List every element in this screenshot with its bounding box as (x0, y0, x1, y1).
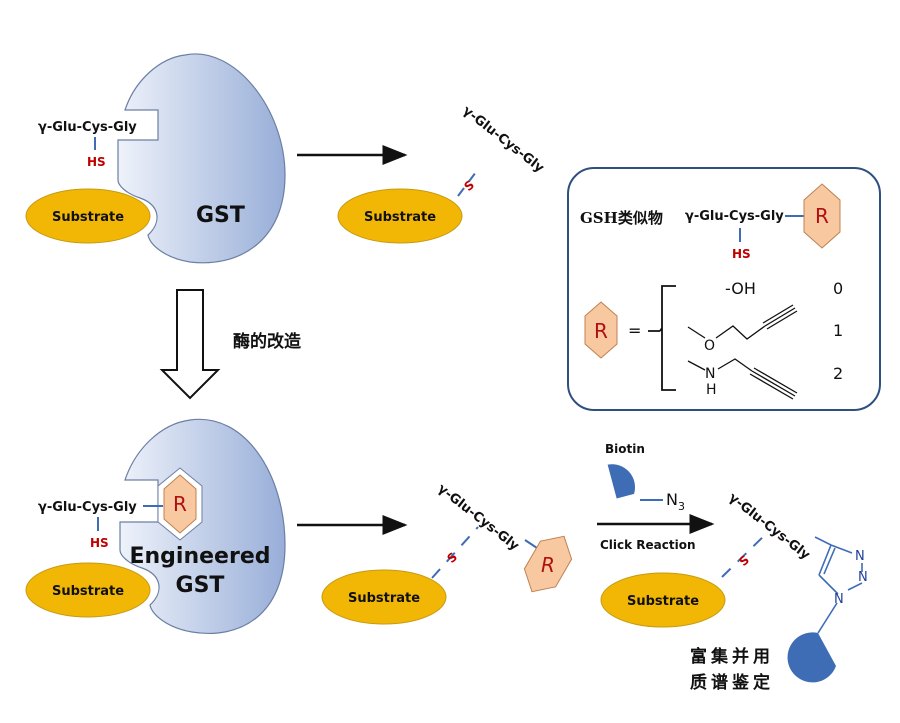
substrate-label: Substrate (52, 210, 124, 225)
gst-enzyme (117, 53, 286, 264)
intermediate-r-symbol: R (541, 553, 555, 577)
final-substrate-label: Substrate (627, 594, 699, 609)
final-caption-line1: 富集并用 (690, 646, 774, 667)
final-biotin-icon (787, 632, 836, 683)
conjugate-product (337, 171, 477, 244)
option-1-atom: O (704, 338, 715, 354)
azide-label: N3 (666, 490, 685, 513)
substrate (25, 188, 151, 244)
final-peptide: γ-Glu-Cys-Gly (726, 490, 813, 563)
engineered-substrate-label: Substrate (52, 584, 124, 599)
option-0-label: -OH (725, 279, 756, 298)
triazole-ring (814, 536, 863, 634)
option-2-atom: N (705, 366, 715, 382)
legend-r-hexagon-2 (584, 301, 618, 359)
biotin-icon (607, 464, 635, 499)
legend-r-symbol: R (815, 204, 829, 228)
gsh-analog-legend-box (567, 167, 881, 411)
option-2-atom-h: H (706, 382, 717, 398)
triazole-n1: N (834, 592, 844, 607)
intermediate-substrate-label: Substrate (348, 591, 420, 606)
final-thioether-bond (721, 528, 772, 578)
final-caption-line2: 质谱鉴定 (690, 672, 774, 693)
triazole-n3: N (855, 549, 865, 564)
legend-title: GSH类似物 (580, 209, 663, 227)
intermediate-product (321, 526, 573, 625)
option-1-structure (687, 304, 798, 340)
engineered-r-hexagon (163, 474, 197, 534)
engineered-peptide: γ-Glu-Cys-Gly (38, 500, 137, 515)
legend-peptide: γ-Glu-Cys-Gly (685, 209, 784, 224)
options-bracket (648, 285, 676, 391)
option-2-index: 2 (833, 364, 843, 383)
triazole-n2: N (858, 570, 868, 585)
thiol-label: HS (87, 155, 106, 169)
final-sulfur-label: S (736, 553, 752, 569)
equals-sign: = (628, 321, 641, 340)
engineered-substrate (25, 562, 151, 618)
biotin-label: Biotin (605, 442, 645, 456)
product-peptide: γ-Glu-Cys-Gly (460, 103, 547, 176)
legend-thiol: HS (732, 247, 751, 261)
legend-r-symbol-2: R (594, 319, 608, 343)
product-substrate-label: Substrate (364, 210, 436, 225)
product-sulfur-label: S (461, 178, 477, 194)
legend-r-hexagon (803, 183, 841, 249)
engineered-r-symbol: R (173, 492, 187, 516)
engineered-gst-label-line1: Engineered (129, 544, 270, 569)
glutathione-peptide: γ-Glu-Cys-Gly (38, 120, 137, 135)
gst-label: GST (196, 203, 245, 228)
engineering-down-arrow (159, 289, 221, 400)
engineering-label: 酶的改造 (233, 331, 302, 352)
option-2-structure (687, 358, 798, 400)
option-0-index: 0 (833, 279, 843, 298)
intermediate-sulfur-label: S (444, 550, 460, 566)
option-1-index: 1 (833, 321, 843, 340)
engineered-thiol: HS (90, 536, 109, 550)
final-substrate (600, 572, 726, 628)
engineered-gst-label-line2: GST (176, 573, 225, 598)
intermediate-peptide: γ-Glu-Cys-Gly (435, 481, 522, 554)
click-reaction-label: Click Reaction (600, 538, 696, 552)
